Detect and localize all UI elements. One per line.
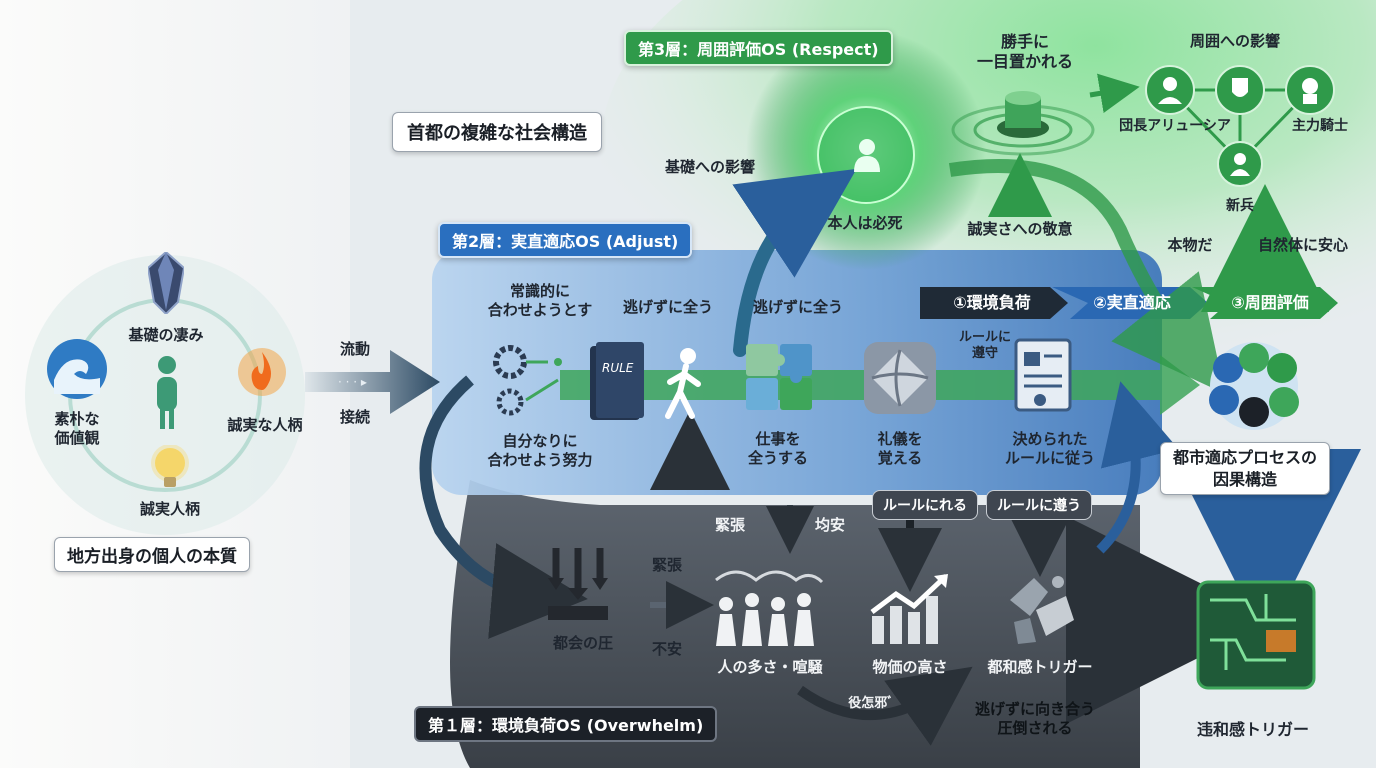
common-sense-label: 常識的に 合わせようとす: [487, 282, 593, 319]
crystal-icon: [146, 250, 186, 318]
bulb-label: 誠実人柄: [139, 500, 200, 518]
svg-text:RULE: RULE: [602, 361, 634, 375]
bulb-icon: [150, 444, 190, 495]
button-ripple-icon: [948, 78, 1098, 162]
flow-label-top: 流動: [339, 340, 370, 358]
person-leader-label: 団長アリューシア: [1119, 118, 1231, 134]
person-icon: [154, 355, 180, 433]
pressure-label: 都会の圧: [552, 634, 613, 652]
circuit-icon: [1196, 580, 1316, 694]
anxiety-label-1: 不安: [651, 640, 682, 658]
influence-title: 周囲への影響: [1189, 32, 1280, 50]
real-label: 本物だ: [1167, 236, 1213, 254]
rule-in-pill: ルールにれる: [872, 490, 978, 520]
foundation-influence-label: 基礎への影響: [664, 158, 755, 176]
puzzle-icon: [744, 342, 814, 416]
garbled-label: 役怎邪ﾞ: [848, 696, 894, 711]
trigger-icon: [1000, 570, 1080, 650]
manners-label: 礼儀を 覚える: [877, 430, 923, 467]
crowd-label: 人の多さ・喧騒: [717, 658, 823, 676]
flow-label-bottom: 接続: [339, 408, 370, 426]
flame-label: 誠実な人柄: [227, 416, 303, 434]
anxiety-label-2: 均安: [814, 516, 845, 534]
gears-icon: [488, 340, 588, 424]
rule-diff-pill: ルールに遵う: [986, 490, 1092, 520]
person-knight-label: 主力騎士: [1292, 118, 1348, 134]
layer2-tag: 第2層：実直適応OS (Adjust): [438, 222, 693, 258]
pressure-icon: [546, 548, 610, 628]
relief-label: 自然体に安心: [1257, 236, 1348, 254]
tension-label-2: 緊張: [714, 516, 745, 534]
price-chart-icon: [868, 572, 952, 650]
rule-obey-label: ルールに 遵守: [958, 330, 1011, 362]
crystal-label: 基礎の凄み: [128, 326, 204, 344]
process-cluster-icon: [1198, 338, 1310, 438]
person-orb-icon: [852, 138, 882, 176]
trigger-label: 都和感トリガー: [987, 658, 1093, 676]
document-icon: [1010, 336, 1080, 420]
no-escape-label-1: 逃げずに全う: [622, 298, 713, 316]
tension-label-1: 緊張: [651, 556, 682, 574]
work-label: 仕事を 全うする: [747, 430, 808, 467]
network-icon: [1140, 62, 1340, 196]
wave-icon: [46, 338, 108, 404]
person-recruit-label: 新兵: [1226, 198, 1254, 214]
circuit-label: 违和感トリガー: [1196, 720, 1309, 739]
button-label: 勝手に 一目置かれる: [976, 32, 1073, 71]
essence-title: 地方出身の個人の本質: [54, 537, 250, 572]
svg-text:· · · ▸: · · · ▸: [338, 375, 367, 389]
flame-icon: [236, 346, 288, 402]
person-label: 本人は必死: [827, 214, 903, 232]
manners-icon: [862, 340, 938, 420]
self-adjust-label: 自分なりに 合わせよう努力: [487, 432, 593, 469]
face-label: 逃げずに向き合う 圧倒される: [974, 700, 1095, 737]
step-2: ②実直適応: [1093, 293, 1171, 312]
no-escape-label-2: 逃げずに全う: [752, 298, 843, 316]
rule-book-icon: RULE: [586, 340, 648, 430]
capital-title: 首都の複雑な社会構造: [392, 112, 602, 152]
step-1: ①環境負荷: [953, 293, 1031, 312]
layer3-tag: 第3層：周囲評価OS (Respect): [624, 30, 893, 66]
layer1-tag: 第１層：環境負荷OS (Overwhelm): [414, 706, 718, 742]
walking-icon: [660, 346, 710, 430]
step-3: ③周囲評価: [1231, 293, 1309, 312]
process-label: 都市適応プロセスの 因果構造: [1160, 442, 1331, 496]
rules-label: 決められた ルールに従う: [1004, 430, 1095, 467]
price-label: 物価の高さ: [872, 658, 948, 676]
sincerity-label: 誠実さへの敬意: [967, 220, 1073, 238]
crowd-icon: [706, 560, 826, 654]
wave-label: 素朴な 価値観: [54, 410, 100, 447]
